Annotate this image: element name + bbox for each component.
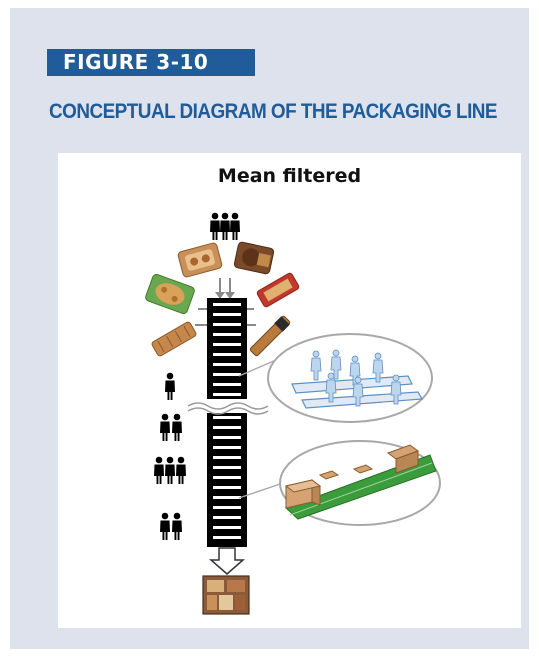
cookie-package-icon (233, 241, 275, 275)
conveyor-belt-icon (279, 440, 441, 526)
cookie-package-icon (151, 321, 197, 357)
worker-station-icon (267, 333, 433, 423)
packaging-line-ladder (187, 298, 269, 547)
figure-panel: FIGURE 3-10 CONCEPTUAL DIAGRAM OF THE PA… (10, 8, 529, 649)
person-group-icon (160, 512, 182, 540)
cookie-package-icon (145, 273, 195, 315)
output-box-icon (202, 575, 250, 615)
person-group-icon (210, 212, 240, 240)
cookie-package-icon (256, 272, 300, 308)
cookie-package-icon (249, 315, 291, 357)
figure-title: CONCEPTUAL DIAGRAM OF THE PACKAGING LINE (49, 99, 498, 123)
diagram-card: Mean filtered (58, 153, 521, 628)
packaging-line-diagram (145, 212, 441, 615)
single-person-icon (165, 372, 175, 400)
diagram-caption: Mean filtered (217, 165, 362, 187)
person-group-icon (160, 413, 182, 441)
down-arrow-icon (209, 547, 245, 575)
cookie-package-icon (177, 242, 223, 278)
person-group-icon (154, 456, 186, 484)
figure-label: FIGURE 3-10 (47, 49, 255, 76)
